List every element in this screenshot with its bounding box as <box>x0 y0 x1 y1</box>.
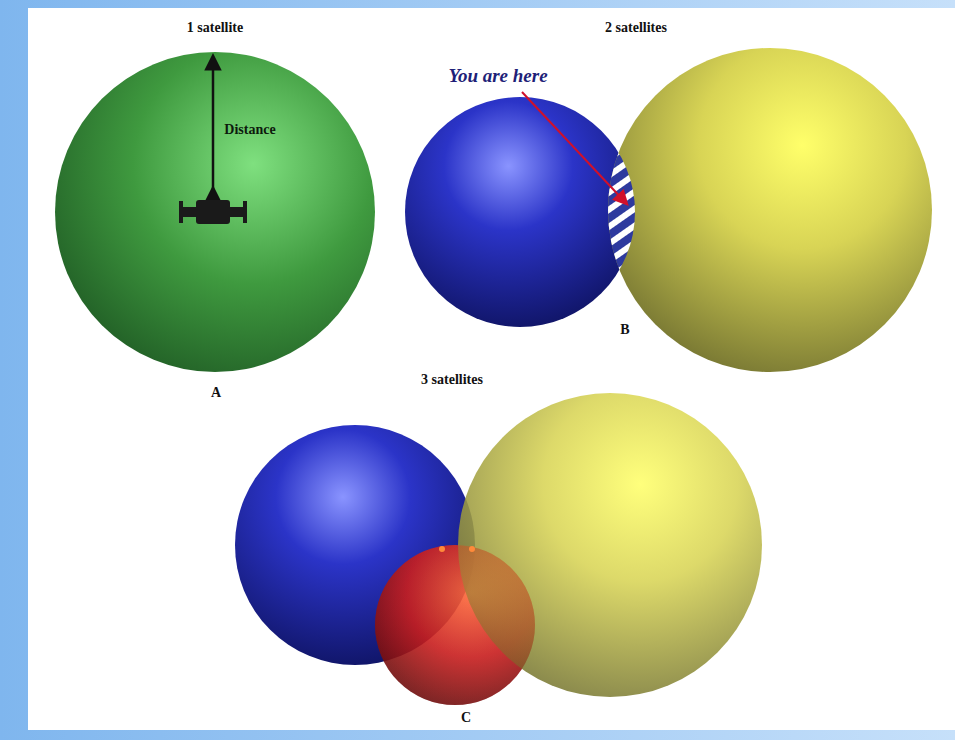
panel-heading: 1 satellite <box>187 20 243 35</box>
range-sphere-overlay <box>375 545 535 705</box>
intersection-point <box>439 546 445 552</box>
panel-letter: C <box>461 710 471 725</box>
panel-letter: A <box>211 385 221 400</box>
panel-heading: 2 satellites <box>605 20 667 35</box>
intersection-hatch <box>608 48 932 372</box>
distance-arrow <box>212 58 215 190</box>
panel-letter: B <box>620 322 629 337</box>
dimension-label: Distance <box>224 122 275 137</box>
white-panel <box>28 8 955 730</box>
callout-note: You are here <box>448 66 547 87</box>
panel-heading: 3 satellites <box>421 372 483 387</box>
range-sphere <box>405 97 635 327</box>
range-sphere <box>55 52 375 372</box>
intersection-point <box>469 546 475 552</box>
range-sphere <box>608 48 932 372</box>
satellite-symbol <box>179 200 247 224</box>
pointer-arrow <box>522 92 626 203</box>
range-sphere <box>375 545 535 705</box>
